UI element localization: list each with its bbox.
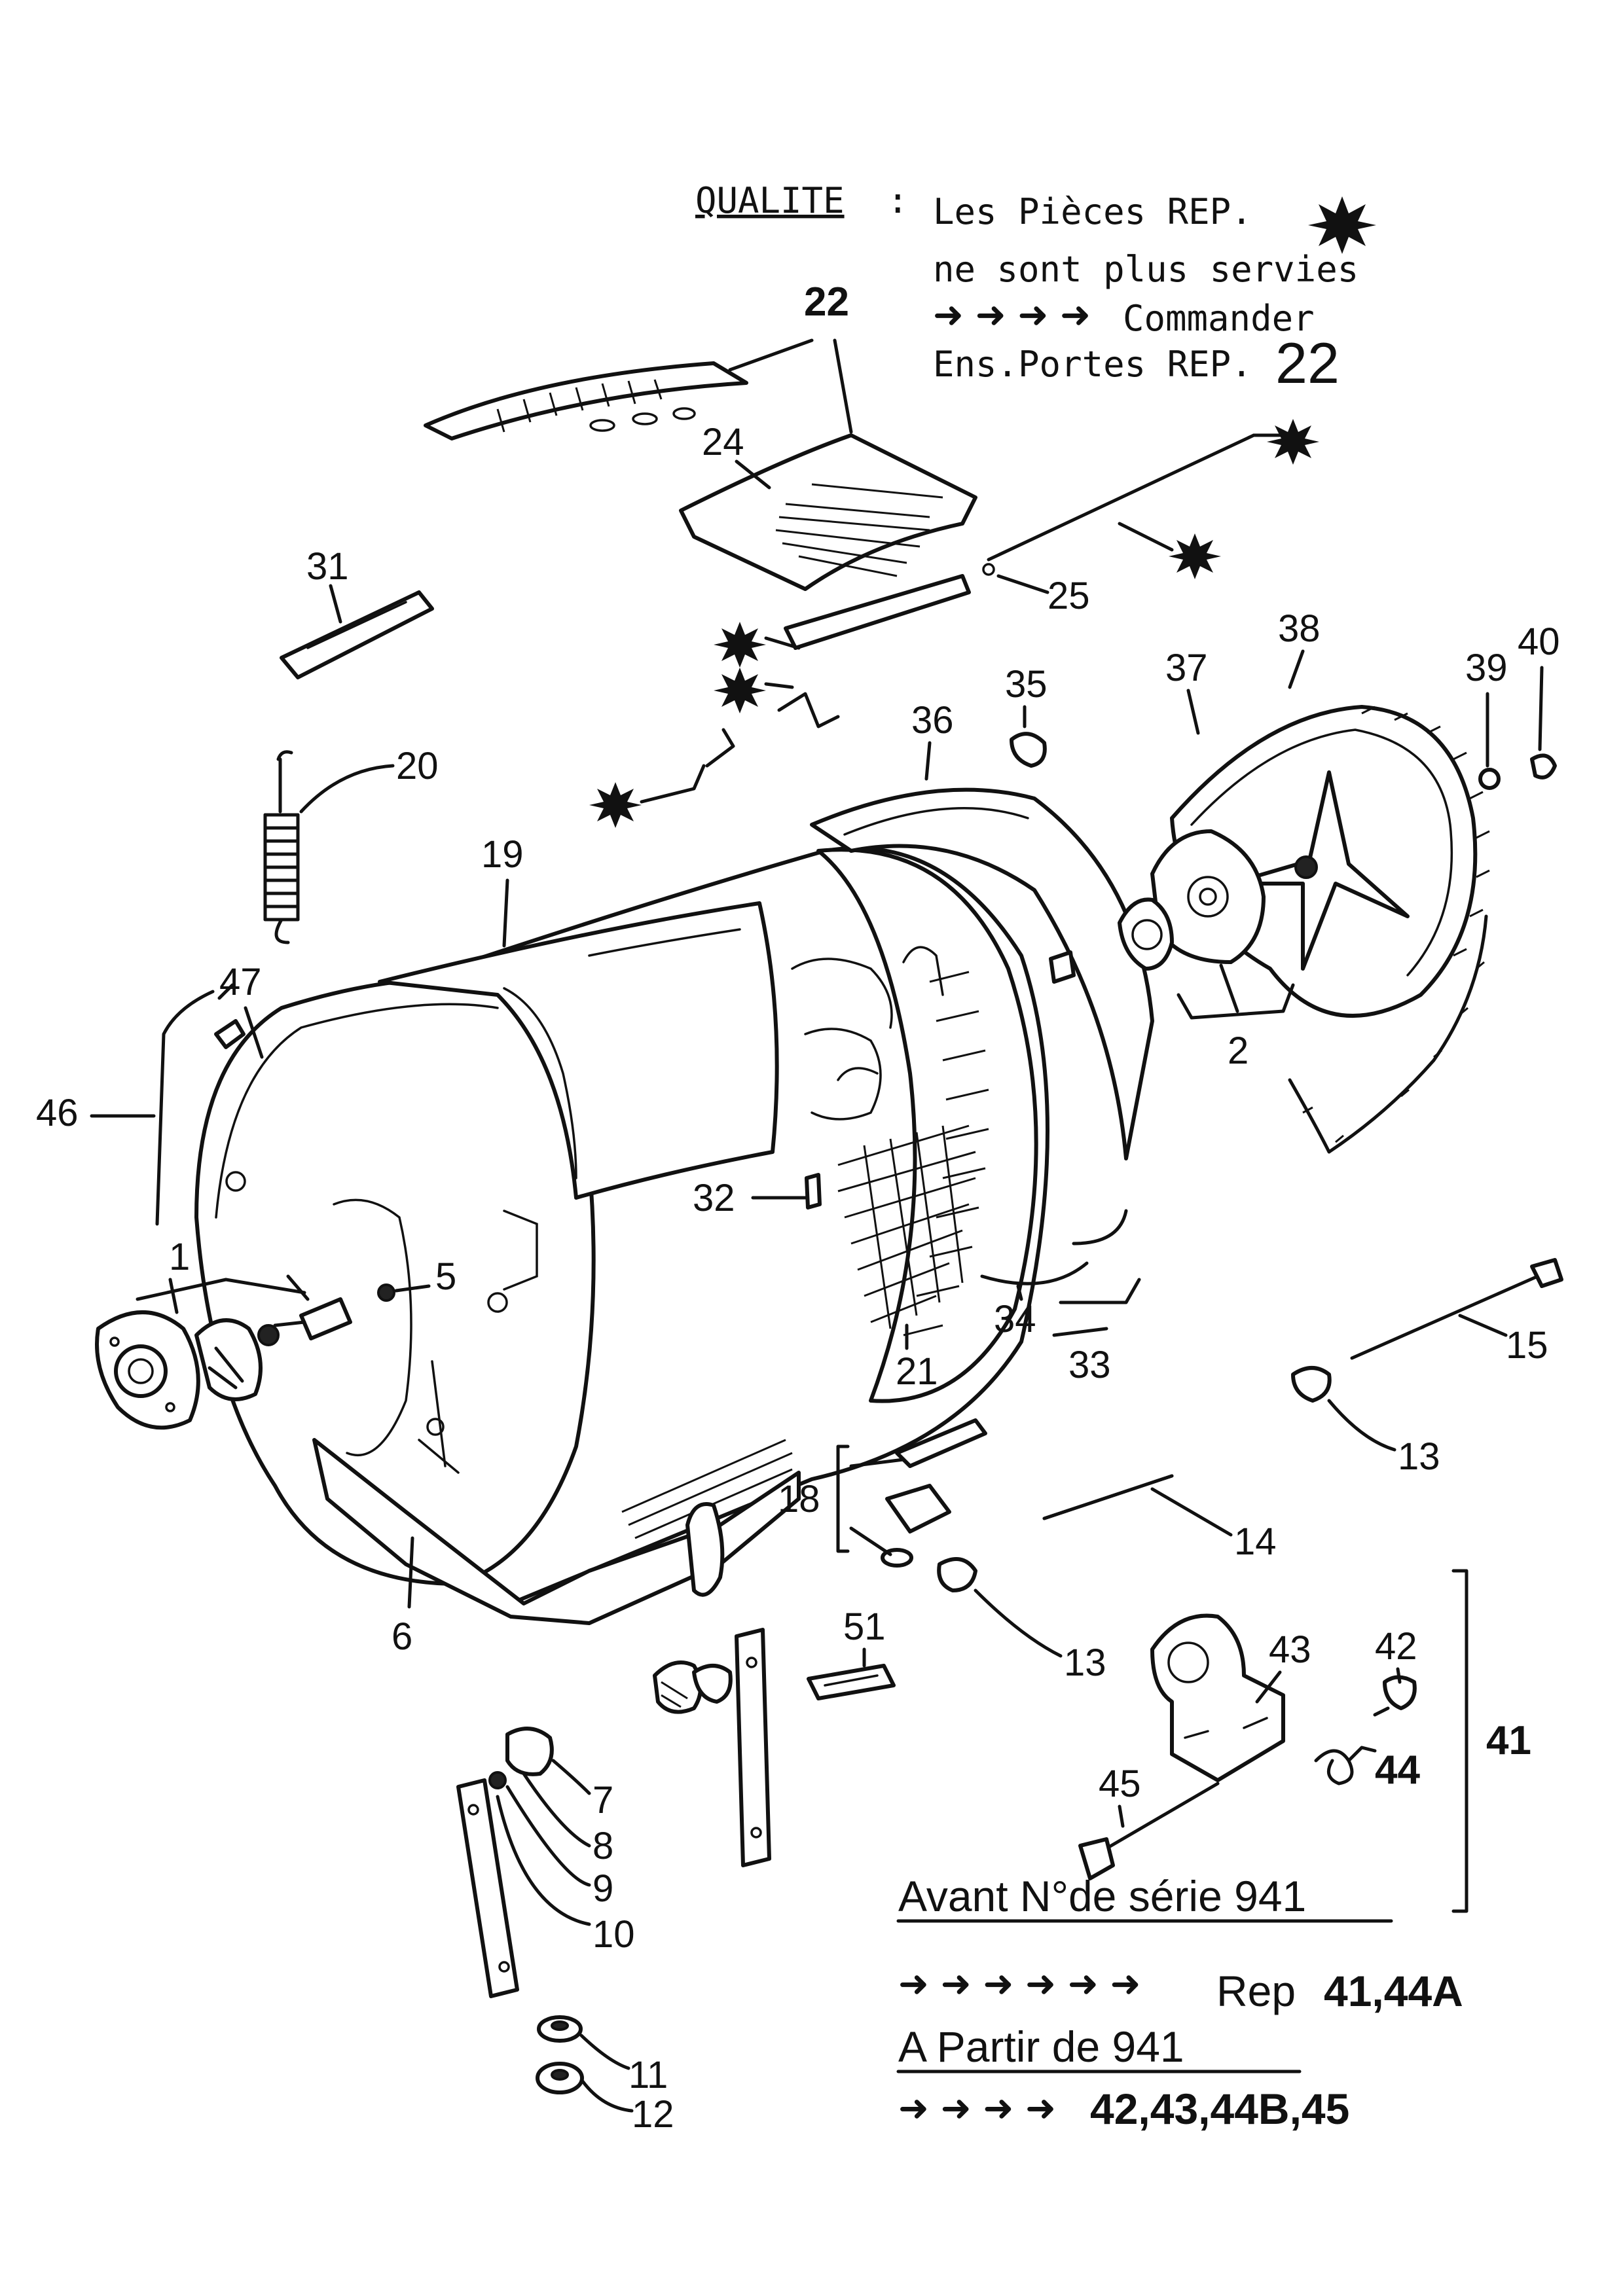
label-14: 14	[1234, 1520, 1277, 1563]
series-before-title: Avant N°de série 941	[898, 1872, 1306, 1920]
part-31: 31	[280, 545, 434, 679]
label-11: 11	[629, 2054, 668, 2096]
label-46: 46	[36, 1092, 79, 1134]
label-7: 7	[593, 1779, 613, 1821]
series-after-arrows: ➜ ➜ ➜ ➜	[898, 2087, 1056, 2130]
label-13b: 13	[1064, 1641, 1106, 1684]
label-41: 41	[1486, 1718, 1531, 1763]
label-34: 34	[994, 1298, 1036, 1340]
quality-ref: 22	[1275, 331, 1340, 395]
label-6: 6	[392, 1615, 412, 1658]
label-24: 24	[702, 421, 744, 463]
star-icon	[714, 668, 766, 713]
label-44: 44	[1375, 1748, 1420, 1793]
star-icon	[714, 622, 766, 668]
label-25: 25	[1048, 575, 1090, 617]
label-37: 37	[1165, 647, 1208, 689]
star-icon	[1169, 533, 1221, 579]
door-assembly: 22 24	[424, 279, 977, 650]
series-after-title: A Partir de 941	[898, 2022, 1184, 2071]
label-39: 39	[1465, 647, 1508, 689]
part-51: 51	[807, 1605, 896, 1700]
series-note: Avant N°de série 941 ➜ ➜ ➜ ➜ ➜ ➜ Rep 41,…	[896, 1872, 1463, 2133]
star-icon	[1267, 419, 1319, 465]
quality-colon: :	[887, 180, 909, 221]
label-10: 10	[593, 1913, 635, 1956]
label-8: 8	[593, 1825, 613, 1867]
label-45: 45	[1099, 1763, 1141, 1805]
label-2: 2	[1228, 1030, 1249, 1072]
label-35: 35	[1005, 663, 1048, 706]
series-after-refs: 42,43,44B,45	[1090, 2085, 1349, 2133]
quality-line3: Commander	[1123, 298, 1315, 339]
label-21: 21	[896, 1350, 938, 1393]
label-40: 40	[1518, 620, 1560, 663]
label-1: 1	[169, 1236, 190, 1278]
shaft-parts: 15 13 14	[1042, 1258, 1563, 1563]
quality-arrows: ➜ ➜ ➜ ➜	[933, 294, 1091, 336]
label-32: 32	[693, 1177, 735, 1219]
label-36: 36	[911, 699, 954, 742]
label-5: 5	[435, 1255, 456, 1298]
quality-note: QUALITE : Les Pièces REP. ne sont plus s…	[695, 180, 1376, 395]
label-31: 31	[306, 545, 349, 588]
label-51: 51	[843, 1605, 886, 1648]
label-13a: 13	[1398, 1435, 1440, 1478]
label-43: 43	[1269, 1628, 1311, 1671]
tub-assembly: 19 47 6 21 32	[194, 833, 1049, 1658]
part-46: 46	[36, 983, 234, 1226]
series-before-refs: 41,44A	[1324, 1967, 1463, 2015]
label-22: 22	[804, 279, 849, 325]
rear-seal: 34 33	[980, 1209, 1141, 1386]
label-20: 20	[396, 745, 439, 787]
series-before-arrows: ➜ ➜ ➜ ➜ ➜ ➜	[898, 1963, 1141, 2005]
front-bearing: 1 5	[95, 1236, 456, 1430]
sensor-assembly: 18 13	[778, 1418, 1106, 1684]
label-18: 18	[778, 1478, 820, 1520]
quality-line1: Les Pièces REP.	[933, 191, 1252, 232]
shock-absorbers: 7 8 9 10 11 12	[456, 1628, 771, 2136]
star-icon	[1308, 196, 1376, 254]
rear-assembly: 36 35 37 38 2 39 40	[810, 607, 1560, 1160]
label-15: 15	[1506, 1324, 1548, 1367]
label-42: 42	[1375, 1625, 1417, 1668]
quality-heading: QUALITE	[695, 180, 845, 221]
quality-line2: ne sont plus servies	[933, 249, 1359, 290]
hinge-parts	[589, 622, 840, 828]
label-12: 12	[632, 2093, 674, 2136]
door-rod: 25	[982, 419, 1319, 617]
star-icon	[589, 782, 642, 828]
label-9: 9	[593, 1867, 613, 1910]
motor-support: 43 42 44 45 41	[1078, 1569, 1531, 1913]
label-38: 38	[1278, 607, 1321, 650]
quality-line4: Ens.Portes REP.	[933, 344, 1252, 385]
spring-20: 20	[263, 745, 439, 944]
label-47: 47	[219, 961, 262, 1003]
label-33: 33	[1068, 1344, 1111, 1386]
label-19: 19	[481, 833, 524, 876]
series-before-rep: Rep	[1216, 1967, 1296, 2015]
